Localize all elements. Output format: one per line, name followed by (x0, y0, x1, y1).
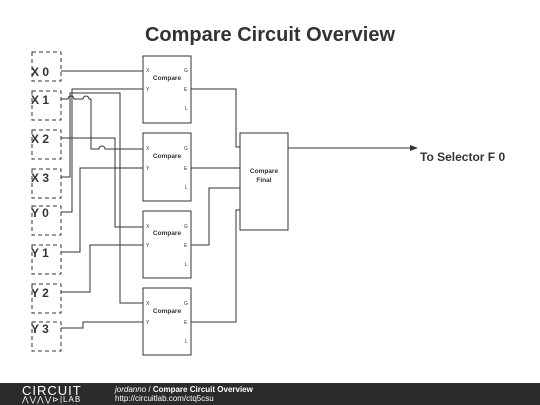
footer-text: jordanno / Compare Circuit Overview http… (115, 385, 253, 403)
compare-final-block[interactable]: Compare Final (239, 132, 289, 231)
port-y2-label: Y 2 (31, 286, 49, 300)
pin-y: Y (146, 87, 150, 93)
compare-final-line2: Final (256, 177, 271, 184)
wire-y1 (61, 167, 143, 253)
pin-l: L (185, 262, 188, 268)
compare-block-1[interactable]: X Y G E L Compare (142, 55, 192, 124)
footer-url-link[interactable]: http://circuitlab.com/ctq5csu (115, 394, 214, 403)
port-x0-label: X 0 (31, 65, 49, 79)
port-y3 (31, 321, 62, 352)
pin-y: Y (146, 166, 150, 172)
logo-top-text: CIRCUIT (22, 383, 82, 398)
pin-l: L (185, 106, 188, 112)
pin-x: X (146, 224, 150, 230)
footer-title-link[interactable]: Compare Circuit Overview (152, 385, 253, 394)
pin-e: E (184, 320, 188, 326)
port-x3-label: X 3 (31, 171, 49, 185)
port-x2-label: X 2 (31, 132, 49, 146)
wire-y2 (61, 244, 143, 293)
wire-c3-e (191, 187, 240, 246)
logo-bottom: ⋀⋁⋀⋁⊳|LAB (22, 396, 81, 404)
wire-c4-e (191, 209, 240, 323)
wire-y3 (61, 321, 143, 329)
circuit-diagram[interactable]: X 0 X 1 X 2 X 3 Y 0 Y 1 Y 2 Y 3 X Y G E … (0, 0, 540, 383)
compare-block-2[interactable]: X Y G E L Compare (142, 132, 192, 202)
pin-l: L (185, 339, 188, 345)
port-x3 (31, 168, 62, 199)
compare-label: Compare (153, 308, 182, 315)
pin-x: X (146, 68, 150, 74)
port-y2 (31, 283, 62, 314)
port-x1 (31, 90, 62, 121)
pin-y: Y (146, 243, 150, 249)
port-x1-label: X 1 (31, 93, 49, 107)
port-y1 (31, 244, 62, 275)
page-title: Compare Circuit Overview (144, 24, 396, 46)
output-label: To Selector F 0 (420, 150, 505, 164)
compare-final-line1: Compare (250, 168, 279, 175)
output-arrow-icon (410, 145, 418, 151)
logo-resistor-icon: ⋀⋁⋀⋁ (22, 395, 53, 404)
input-ports: X 0 X 1 X 2 X 3 Y 0 Y 1 Y 2 Y 3 (31, 51, 62, 352)
circuitlab-logo[interactable]: CIRCUIT ⋀⋁⋀⋁⊳|LAB (22, 384, 98, 404)
footer: CIRCUIT ⋀⋁⋀⋁⊳|LAB jordanno / Compare Cir… (0, 383, 540, 405)
footer-author-link[interactable]: jordanno (115, 385, 147, 394)
port-y0 (31, 205, 62, 236)
logo-bottom-text: LAB (63, 395, 82, 404)
pin-x: X (146, 301, 150, 307)
compare-block-3[interactable]: X Y G E L Compare (142, 210, 192, 279)
port-x0 (31, 51, 62, 82)
compare-label: Compare (153, 230, 182, 237)
pin-e: E (184, 166, 188, 172)
pin-e: E (184, 243, 188, 249)
pin-g: G (184, 224, 188, 230)
pin-l: L (185, 185, 188, 191)
port-y0-label: Y 0 (31, 206, 49, 220)
wire-x3 (61, 92, 143, 304)
footer-separator: / (146, 385, 153, 394)
pin-e: E (184, 87, 188, 93)
pin-g: G (184, 301, 188, 307)
port-x2 (31, 129, 62, 160)
pin-g: G (184, 68, 188, 74)
compare-label: Compare (153, 153, 182, 160)
pin-y: Y (146, 320, 150, 326)
compare-block-4[interactable]: X Y G E L Compare (142, 287, 192, 356)
port-y3-label: Y 3 (31, 322, 49, 336)
wire-x2 (61, 137, 143, 228)
pin-g: G (184, 146, 188, 152)
logo-diode-icon: ⊳| (52, 395, 64, 404)
pin-x: X (146, 146, 150, 152)
port-y1-label: Y 1 (31, 246, 49, 260)
compare-label: Compare (153, 75, 182, 82)
wires (61, 70, 418, 329)
wire-x1 (61, 95, 143, 150)
wire-y0 (61, 88, 143, 213)
wire-c1-e (191, 88, 240, 148)
